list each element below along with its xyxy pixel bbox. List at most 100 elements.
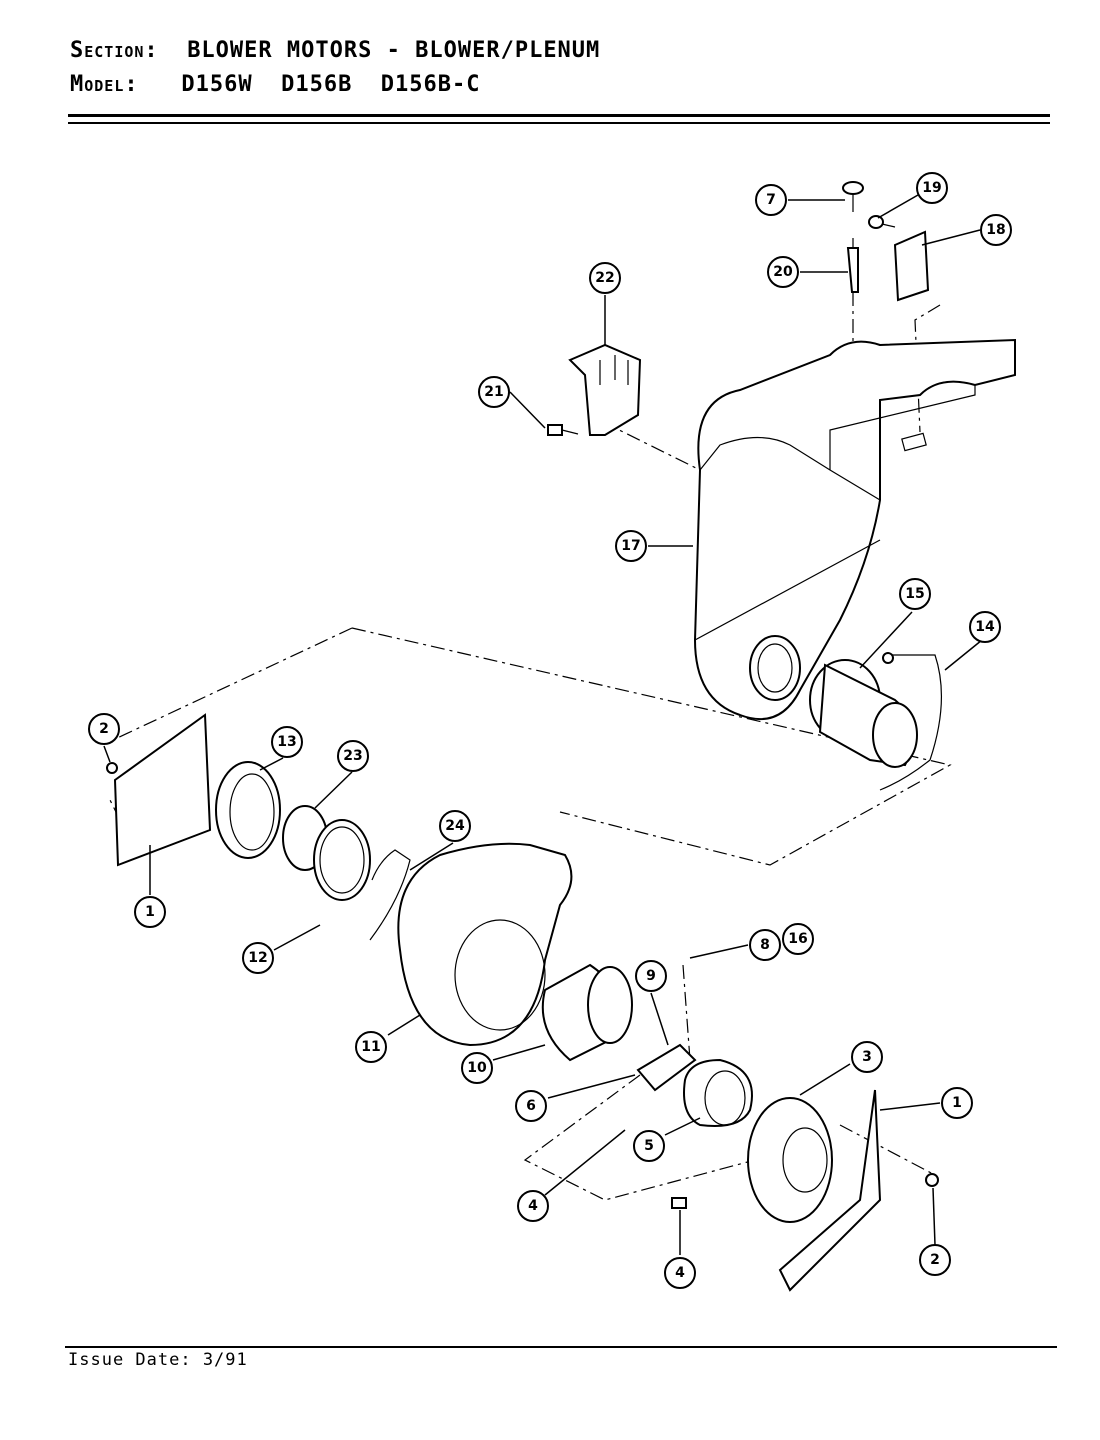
model-label: Model: (70, 72, 139, 97)
callout: 6 (515, 1090, 547, 1122)
callout: 24 (439, 810, 471, 842)
callout: 22 (589, 262, 621, 294)
top-hardware (842, 181, 930, 302)
callout-number: 4 (528, 1198, 538, 1214)
callout: 16 (782, 923, 814, 955)
inlet-rings (215, 761, 411, 941)
model-heading: Model: D156W D156B D156B-C (70, 72, 481, 97)
callout-number: 8 (760, 937, 770, 953)
callout-number: 21 (484, 384, 503, 400)
callout-number: 9 (646, 968, 656, 984)
leader-lines (103, 194, 983, 1255)
issue-date: Issue Date: 3/91 (68, 1350, 248, 1370)
callout-number: 15 (905, 586, 924, 602)
callout-circle (633, 1130, 665, 1162)
callout: 5 (633, 1130, 665, 1162)
callout-circle (242, 942, 274, 974)
callout: 23 (337, 740, 369, 772)
callout-number: 1 (952, 1095, 962, 1111)
callout-circle (635, 960, 667, 992)
callout: 14 (969, 611, 1001, 643)
section-label: Section: (70, 38, 159, 63)
callout: 21 (478, 376, 510, 408)
callout: 2 (88, 713, 120, 745)
motor-mount (671, 1089, 939, 1292)
flexible-hose (809, 652, 943, 791)
callout-number: 5 (644, 1138, 654, 1154)
callout-number: 17 (621, 538, 640, 554)
blower-wheel (541, 963, 633, 1062)
motor-assembly (636, 1043, 753, 1127)
callout-circle (969, 611, 1001, 643)
callout-circle (916, 172, 948, 204)
callout-number: 14 (975, 619, 995, 635)
header-rule-thin (68, 122, 1050, 124)
callout: 11 (355, 1031, 387, 1063)
callout-circle (515, 1090, 547, 1122)
callout: 2 (919, 1244, 951, 1276)
callout-number: 22 (595, 270, 614, 286)
callout-number: 24 (445, 818, 465, 834)
callout-number: 19 (922, 180, 941, 196)
callout-circle (664, 1257, 696, 1289)
callout-circle (755, 184, 787, 216)
callout: 19 (916, 172, 948, 204)
callout-circle (749, 929, 781, 961)
callout: 9 (635, 960, 667, 992)
mounting-bracket-22 (547, 343, 642, 436)
blower-housing (397, 842, 573, 1047)
callout-circle (478, 376, 510, 408)
callout-number: 2 (99, 721, 109, 737)
callout-number: 7 (766, 192, 776, 208)
callout: 12 (242, 942, 274, 974)
callout: 13 (271, 726, 303, 758)
section-title: BLOWER MOTORS - BLOWER/PLENUM (187, 38, 601, 63)
callout-circle (355, 1031, 387, 1063)
callout-number: 13 (277, 734, 296, 750)
left-bracket (106, 713, 212, 867)
callout-number: 1 (145, 904, 155, 920)
callout-circle (461, 1052, 493, 1084)
callout-number: 23 (343, 748, 362, 764)
callout: 4 (517, 1190, 549, 1222)
callout-number: 12 (248, 950, 267, 966)
callout-number: 6 (526, 1098, 536, 1114)
callout-number: 4 (675, 1265, 685, 1281)
plenum-duct (693, 338, 1016, 720)
callout-number: 18 (986, 222, 1005, 238)
callout: 18 (980, 214, 1012, 246)
callout-number: 2 (930, 1252, 940, 1268)
callout-circle (517, 1190, 549, 1222)
callout-circle (615, 530, 647, 562)
section-heading: Section: BLOWER MOTORS - BLOWER/PLENUM (70, 38, 600, 63)
callout: 15 (899, 578, 931, 610)
callout-number: 20 (773, 264, 793, 280)
callout-circle (134, 896, 166, 928)
callout: 7 (755, 184, 787, 216)
footer-rule (65, 1346, 1057, 1348)
callout-circle (337, 740, 369, 772)
callout-number: 3 (862, 1049, 872, 1065)
model-numbers: D156W D156B D156B-C (181, 72, 481, 97)
callout: 3 (851, 1041, 883, 1073)
callout: 8 (749, 929, 781, 961)
callout-circle (851, 1041, 883, 1073)
callout-circle (941, 1087, 973, 1119)
callout-circle (439, 810, 471, 842)
callout-circle (589, 262, 621, 294)
callout-circle (271, 726, 303, 758)
callout-circle (980, 214, 1012, 246)
callout: 10 (461, 1052, 493, 1084)
callout: 1 (941, 1087, 973, 1119)
callout: 4 (664, 1257, 696, 1289)
header-rule-thick (68, 114, 1050, 117)
callout-number: 16 (788, 931, 807, 947)
callout-number: 11 (361, 1039, 380, 1055)
callout-number: 10 (467, 1060, 487, 1076)
callout: 20 (767, 256, 799, 288)
callout-circle (88, 713, 120, 745)
callout: 1 (134, 896, 166, 928)
callout-circle (782, 923, 814, 955)
callout-circle (919, 1244, 951, 1276)
